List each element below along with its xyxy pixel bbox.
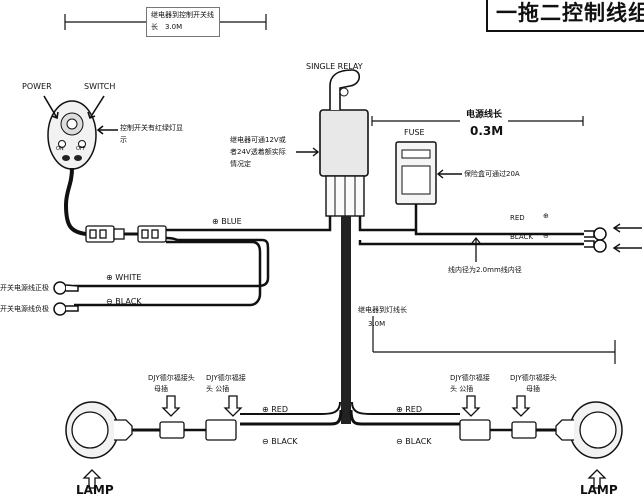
fuse-note: 保险盒可通过20A [464,170,520,178]
connector2-line1: DJY德尔福接 [206,374,246,382]
fuse-box [395,141,437,205]
red-wire-label-right: RED [510,214,525,222]
terminal-rings-right [584,227,607,253]
negative-terminal-label: 开关电源线负极 [0,305,49,313]
top-dimension-marker [64,14,267,30]
power-line-label: 电源线长 [466,110,503,120]
red-wire-label-bottom-left: ⊕ RED [262,405,289,414]
white-wire-label: ⊕ WHITE [106,273,142,282]
lamp-wire-note-line1: 继电器到灯线长 [358,306,407,314]
switch-cable [63,167,87,236]
right-lamp [459,401,623,459]
positive-terminal-label: 开关电源线正极 [0,284,49,292]
relay-label: SINGLE RELAY [306,62,363,71]
connector4-line2: 母插 [526,385,540,393]
power-wires [358,204,588,246]
off-label: OFF [76,146,86,152]
black-wire-label-right: BLACK [510,233,534,241]
harness-wires [74,214,332,307]
power-line-dimension [371,116,584,126]
relay-note-line1: 继电器可通12V或 [230,136,286,144]
switch-arrows [43,95,118,135]
connector2-line2: 头 公插 [206,385,230,393]
top-note-line2: 长 3.0M [151,23,183,31]
switch-note-line2: 示 [120,136,127,144]
connector3-line1: DJY德尔福接 [450,374,490,382]
lamp-wire-dimension [372,316,616,364]
black-wire-label-left: ⊖ BLACK [106,297,142,306]
connector4-line1: DJY德尔福接头 [510,374,557,382]
top-note-line1: 继电器到控制开关线 [151,11,214,19]
connector3-line2: 头 公插 [450,385,474,393]
power-label: POWER [22,82,52,91]
lamp-wire-note-line2: 3.0M [368,320,386,328]
wire-gauge-note: 线内径为2.0mm线内径 [448,266,522,274]
connector1-line1: DJY德尔福接头 [148,374,195,382]
left-lamp-label: LAMP [76,483,114,497]
power-line-length: 0.3M [470,124,504,138]
diagram-title: 一拖二控制线组 [486,0,644,32]
minus-symbol: ⊖ [543,232,549,240]
black-wire-label-bottom-left: ⊖ BLACK [262,437,298,446]
relay-note-line3: 情况定 [230,160,251,168]
control-switch [47,100,97,170]
on-label: ON [56,146,64,152]
plus-symbol: ⊕ [543,212,549,220]
relay [319,69,369,217]
terminal-rings-left [53,281,79,316]
black-wire-label-bottom-right: ⊖ BLACK [396,437,432,446]
right-lamp-label: LAMP [580,483,618,497]
lamp-trunk [240,216,460,426]
left-lamp [65,401,237,459]
blue-wire-label: ⊕ BLUE [212,217,242,226]
red-wire-label-bottom-right: ⊕ RED [396,405,423,414]
switch-note-line1: 控制开关有红绿灯显 [120,124,183,132]
switch-label: SWITCH [84,82,116,91]
fuse-label: FUSE [404,128,425,137]
connector-arrows [82,395,607,489]
connector1-line2: 母插 [154,385,168,393]
top-length-note: 继电器到控制开关线 长 3.0M [146,7,220,37]
relay-note-line2: 者24V透着额实际 [230,148,286,156]
